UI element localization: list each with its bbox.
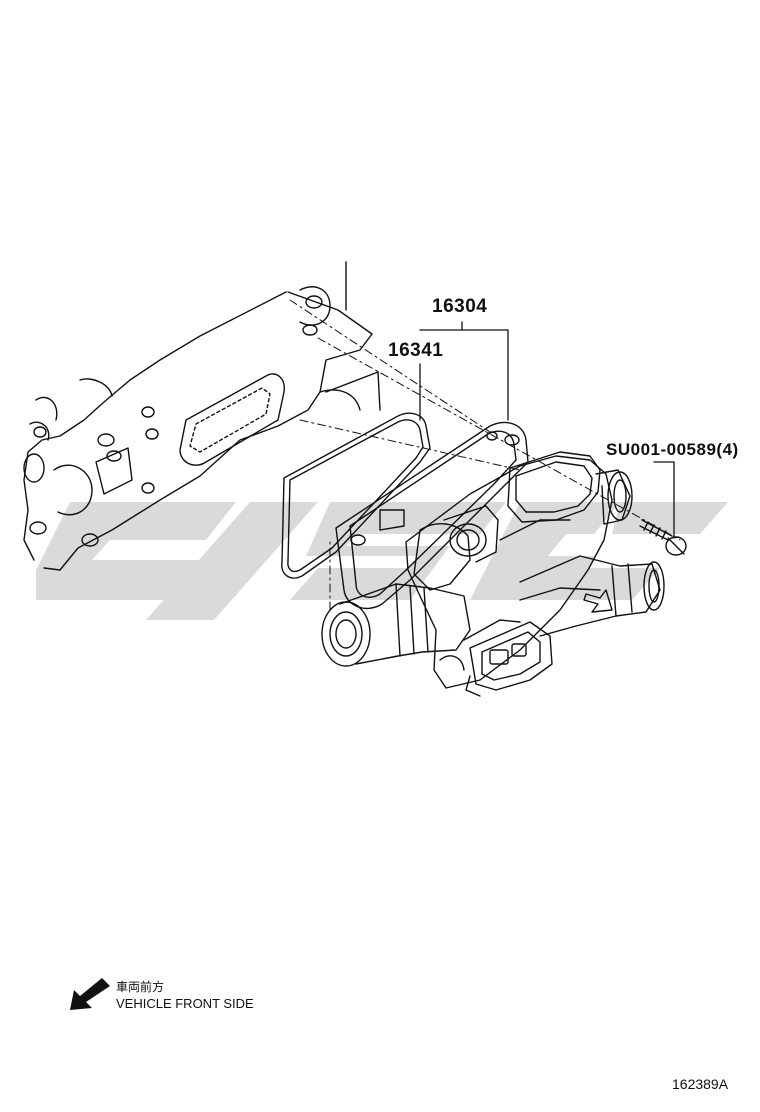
left-inlet-pipe <box>321 583 471 667</box>
part-label-thermostat-assembly: 16304 <box>432 296 488 317</box>
thermostat-housing <box>405 451 613 689</box>
figure-id: 162389A <box>672 1076 729 1092</box>
housing-flange <box>335 421 529 609</box>
sensor-connector <box>465 621 553 697</box>
part-label-bolt: SU001-00589(4) <box>606 440 739 459</box>
gasket-outline <box>281 412 431 579</box>
watermark-logo <box>36 502 728 620</box>
right-outlet-pipe <box>519 555 665 637</box>
engine-block <box>23 261 381 571</box>
legend-japanese: 車両前方 <box>116 980 165 994</box>
upper-outlet-pipe <box>595 469 633 525</box>
legend-english: VEHICLE FRONT SIDE <box>116 996 254 1011</box>
leader-lines <box>419 321 675 539</box>
alignment-lines <box>289 299 681 611</box>
mounting-bolt <box>639 519 687 556</box>
front-direction-arrow-icon <box>70 978 110 1010</box>
part-label-gasket: 16341 <box>388 340 444 361</box>
